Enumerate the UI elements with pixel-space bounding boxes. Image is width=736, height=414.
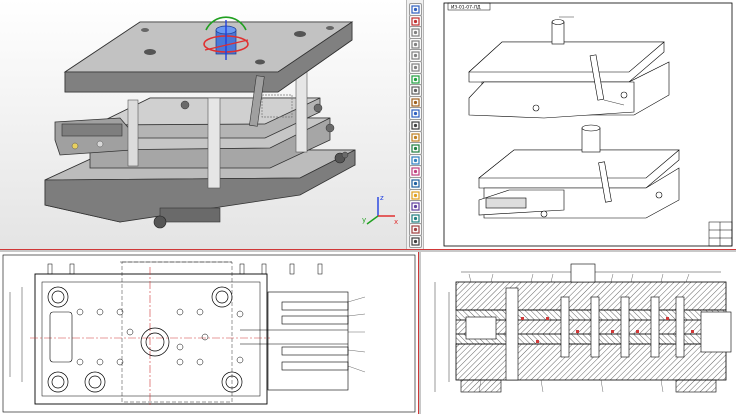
render-icon: [411, 179, 420, 188]
isometric-drawing-sheet[interactable]: ИЗ-01-07-ЛД: [424, 0, 736, 249]
print-icon: [411, 237, 420, 246]
view-toolbar: [406, 0, 424, 249]
plan-drawing: [2, 254, 416, 413]
material-icon: [411, 225, 420, 234]
title-block: [708, 221, 733, 247]
light-icon: [411, 190, 420, 200]
isometric-drawing: ИЗ-01-07-ЛД: [443, 2, 733, 247]
zoom-window-icon: [411, 51, 420, 60]
select-icon: [411, 121, 420, 130]
guide-pillar: [207, 97, 221, 189]
print-button[interactable]: [409, 235, 422, 248]
zoom-in-icon: [411, 28, 420, 37]
render-button[interactable]: [409, 177, 422, 190]
color-icon: [411, 167, 420, 176]
section-icon: [411, 214, 420, 223]
sheet-border: [443, 2, 733, 247]
edit-icon: [411, 132, 420, 142]
pane-divider-horizontal[interactable]: [0, 249, 736, 252]
coordinate-triad: z x y: [362, 194, 398, 226]
zoom-all-button[interactable]: [409, 61, 422, 74]
feeder-mechanism: [240, 291, 349, 391]
check-icon: [411, 144, 420, 153]
draw-button[interactable]: [409, 95, 422, 109]
guide-pillar: [295, 69, 308, 153]
zoom-in-button[interactable]: [409, 26, 422, 40]
die-set-3d-model[interactable]: z x y: [0, 0, 406, 249]
pane-divider-vertical[interactable]: [418, 252, 421, 414]
die-outline: [34, 273, 268, 405]
red-cut-markers: [521, 317, 694, 343]
magnet-icon: [411, 16, 420, 26]
section-view-drawing[interactable]: [421, 252, 736, 414]
plan-view-drawing[interactable]: [0, 252, 418, 414]
draw-icon: [411, 98, 420, 107]
triad-z-label: z: [380, 194, 384, 202]
triad-y-label: y: [362, 216, 366, 224]
guide-pillar: [127, 99, 139, 167]
section-drawing: [434, 263, 732, 393]
base-bolt-head: [153, 215, 167, 229]
upper-iso-view: [468, 19, 670, 119]
measure-button[interactable]: [409, 107, 422, 121]
3d-model-viewport[interactable]: z x y: [0, 0, 406, 249]
grid-icon: [411, 5, 420, 14]
layers-icon: [411, 156, 420, 165]
transform-gizmo[interactable]: [203, 16, 249, 60]
zoom-all-icon: [411, 63, 420, 72]
sheet-stamp: ИЗ-01-07-ЛД: [451, 5, 481, 11]
check-button[interactable]: [409, 142, 422, 156]
rotate-icon: [411, 74, 420, 84]
pan-icon: [411, 86, 420, 95]
zoom-out-icon: [411, 40, 420, 49]
triad-x-label: x: [394, 218, 398, 226]
pan-button[interactable]: [409, 84, 422, 98]
lower-iso-view: [478, 124, 680, 219]
view-icon: [411, 202, 420, 211]
measure-icon: [411, 109, 420, 118]
